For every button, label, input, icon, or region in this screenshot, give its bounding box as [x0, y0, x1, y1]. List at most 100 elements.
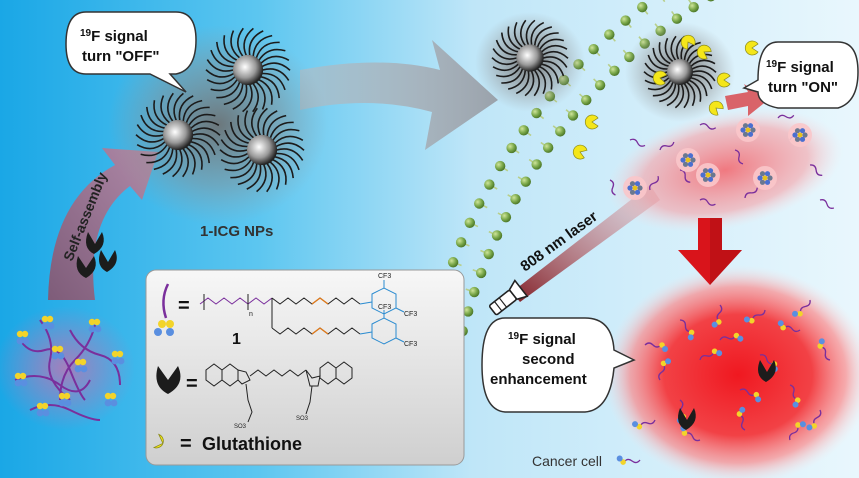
lipid-head — [609, 65, 620, 76]
red-down-arrow — [678, 218, 742, 285]
probe-head — [111, 350, 119, 358]
probe-head — [14, 372, 22, 380]
speech-bubble-second: 19F signal second enhancement — [481, 317, 636, 413]
probe-head — [16, 337, 24, 345]
cf3-label-2: CF3 — [404, 311, 417, 318]
probe-head — [56, 345, 64, 353]
on-line2: turn "ON" — [768, 79, 838, 96]
probe-molecule — [792, 299, 811, 317]
probe-molecule — [699, 198, 716, 206]
probe-molecule — [649, 175, 659, 191]
probe-molecule — [739, 388, 762, 403]
lipid-head — [469, 286, 480, 298]
probe-head — [42, 409, 50, 417]
probe-head — [94, 325, 102, 333]
probe-head — [104, 392, 112, 400]
glutathione — [680, 34, 696, 50]
probe-molecule — [699, 348, 723, 361]
glutathione — [716, 72, 731, 88]
on-line1: F signal — [777, 59, 834, 76]
icg-icon — [156, 366, 181, 394]
probe-chain — [59, 324, 96, 401]
lipid-head — [594, 79, 606, 91]
on-sup: 19 — [766, 59, 778, 70]
lipid-head — [447, 257, 459, 268]
off-line2: turn "OFF" — [82, 48, 160, 65]
probe-head — [109, 392, 117, 400]
probe-head — [19, 372, 27, 380]
glutathione-label: Glutathione — [202, 434, 302, 454]
probe-head — [41, 315, 49, 323]
lipid-head — [506, 142, 517, 154]
probe-head — [88, 325, 96, 333]
lipid-head — [484, 179, 495, 190]
fluorine-aggregate — [676, 148, 700, 172]
nanoparticle — [491, 19, 569, 97]
lipid-head — [567, 110, 579, 121]
lipid-head — [462, 306, 474, 317]
lipid-head — [588, 43, 599, 55]
probe-molecule — [719, 332, 744, 342]
probe-chain — [14, 375, 91, 393]
glutathione — [696, 44, 712, 60]
lipid-head — [520, 176, 531, 187]
legend-box: = n CF3 CF3 CF3 CF3 1 — [145, 269, 465, 466]
second-line3: enhancement — [490, 371, 587, 388]
nanoparticle-free — [475, 12, 585, 112]
probe-head — [104, 399, 112, 407]
probe-chain — [69, 329, 121, 386]
on-arrow — [725, 84, 768, 116]
second-line1: F signal — [519, 331, 576, 348]
probe-head — [58, 392, 66, 400]
lipid-head — [518, 125, 529, 136]
off-sup: 19 — [80, 28, 92, 39]
second-sup: 19 — [508, 331, 520, 342]
svg-text:19F signal: 19F signal — [80, 28, 148, 45]
probe-molecule — [734, 149, 744, 165]
cf3-label-4: CF3 — [404, 341, 417, 348]
probe-molecule — [711, 304, 723, 328]
so3-label-2: SO3 — [296, 416, 309, 422]
compound-number: 1 — [232, 331, 241, 348]
probe-head — [58, 399, 66, 407]
probe-molecule — [659, 141, 675, 151]
probe-head — [51, 345, 59, 353]
second-line2: second — [522, 351, 575, 368]
probe-head — [63, 392, 71, 400]
probe-head — [74, 358, 82, 366]
so3-label-1: SO3 — [234, 424, 247, 430]
glutathione-icon — [152, 433, 164, 449]
probe-head — [79, 358, 87, 366]
glutathione — [708, 100, 724, 116]
glutathione — [744, 40, 759, 56]
nanoparticle — [219, 107, 305, 193]
lipid-head — [671, 13, 683, 24]
probe-head — [20, 379, 28, 387]
off-line1: F signal — [91, 28, 148, 45]
probe-molecule — [817, 338, 831, 361]
probe-head — [36, 402, 44, 410]
svg-text:19F signal: 19F signal — [508, 331, 576, 348]
probe-molecule — [644, 342, 668, 352]
legend-equals-2: = — [186, 373, 198, 395]
lipid-head — [494, 160, 506, 172]
probe-head — [93, 318, 101, 326]
probe-head — [74, 365, 82, 373]
lipid-head — [581, 94, 592, 106]
probe-head — [41, 402, 49, 410]
probe-molecule — [632, 419, 656, 430]
fluorine-aggregate — [696, 163, 720, 187]
structure-icg — [205, 361, 353, 423]
probe-molecule — [616, 455, 641, 465]
probe-molecule — [788, 421, 806, 441]
probe-head — [16, 330, 24, 338]
lipid-head — [620, 15, 631, 26]
probe-chain — [39, 319, 71, 401]
speech-bubble-on: 19F signal turn "ON" — [742, 41, 859, 109]
cf3-label-1: CF3 — [378, 273, 391, 280]
glutathione — [652, 70, 668, 86]
speech-bubble-off: 19F signal turn "OFF" — [65, 11, 197, 93]
lipid-head — [455, 237, 467, 248]
probe-molecule — [679, 319, 695, 341]
